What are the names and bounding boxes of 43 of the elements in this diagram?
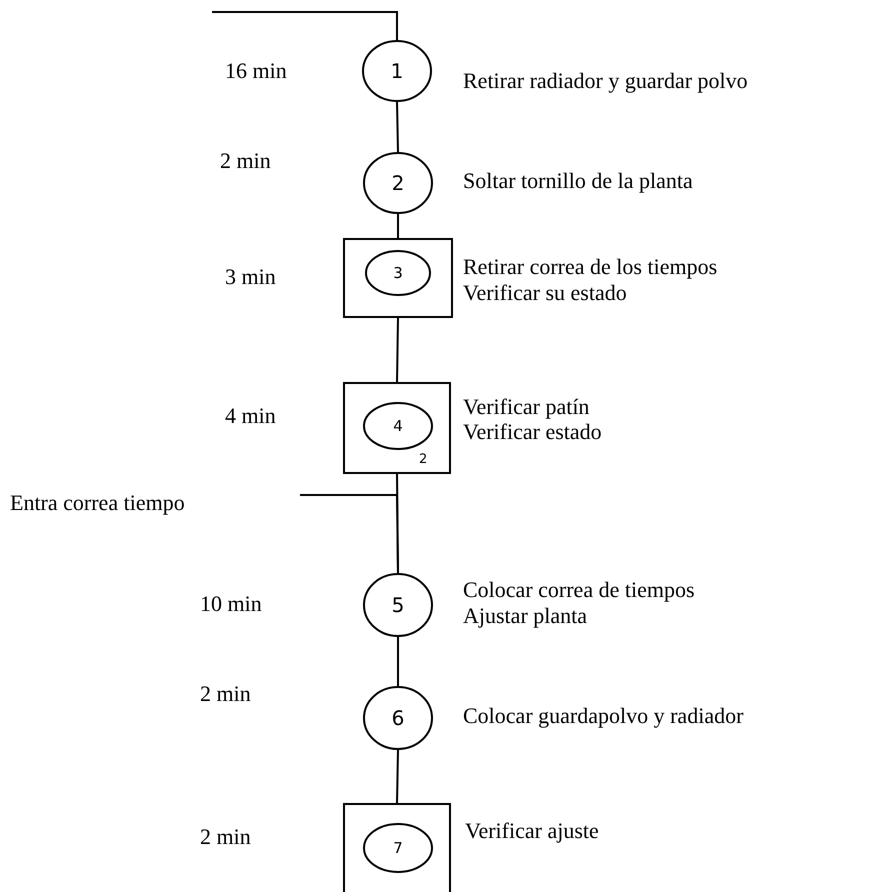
step-description: Verificar su estado bbox=[463, 280, 627, 306]
step-description: Ajustar planta bbox=[463, 603, 588, 629]
flow-line bbox=[397, 214, 399, 238]
input-label: Entra correa tiempo bbox=[10, 490, 185, 516]
step-number: 2 bbox=[390, 171, 406, 195]
operation-circle bbox=[365, 250, 431, 296]
duration-label: 3 min bbox=[225, 264, 276, 290]
inspection-box bbox=[343, 803, 451, 892]
step-subscript: 2 bbox=[419, 452, 428, 467]
step-description: Verificar ajuste bbox=[465, 818, 599, 844]
duration-label: 10 min bbox=[200, 591, 262, 617]
duration-label: 16 min bbox=[225, 58, 287, 84]
flow-line bbox=[212, 11, 398, 40]
operation-circle bbox=[363, 573, 433, 637]
flow-line bbox=[396, 318, 399, 382]
flow-line bbox=[396, 750, 399, 804]
duration-label: 2 min bbox=[200, 681, 251, 707]
step-description: Retirar radiador y guardar polvo bbox=[463, 68, 748, 94]
step-number: 4 bbox=[392, 417, 404, 435]
step-number: 1 bbox=[390, 59, 404, 83]
step-description: Verificar estado bbox=[463, 419, 602, 445]
flow-line bbox=[300, 494, 399, 574]
step-description: Colocar correa de tiempos bbox=[463, 577, 695, 603]
step-description: Soltar tornillo de la planta bbox=[463, 168, 693, 194]
step-number: 3 bbox=[392, 264, 404, 282]
flow-line bbox=[396, 102, 399, 152]
step-number: 5 bbox=[390, 593, 406, 617]
inspection-box bbox=[343, 238, 453, 318]
inspection-box bbox=[343, 382, 451, 474]
operation-circle bbox=[363, 402, 433, 450]
duration-label: 2 min bbox=[220, 148, 271, 174]
operation-circle bbox=[363, 152, 433, 214]
step-description: Colocar guardapolvo y radiador bbox=[463, 703, 744, 729]
step-number: 7 bbox=[392, 839, 404, 857]
operation-circle bbox=[363, 686, 433, 750]
step-number: 6 bbox=[390, 706, 406, 730]
duration-label: 4 min bbox=[225, 403, 276, 429]
operation-circle bbox=[362, 40, 432, 102]
step-description: Verificar patín bbox=[463, 394, 590, 420]
flow-line bbox=[397, 637, 399, 686]
operation-circle bbox=[363, 823, 433, 873]
step-description: Retirar correa de los tiempos bbox=[463, 254, 718, 280]
duration-label: 2 min bbox=[200, 824, 251, 850]
